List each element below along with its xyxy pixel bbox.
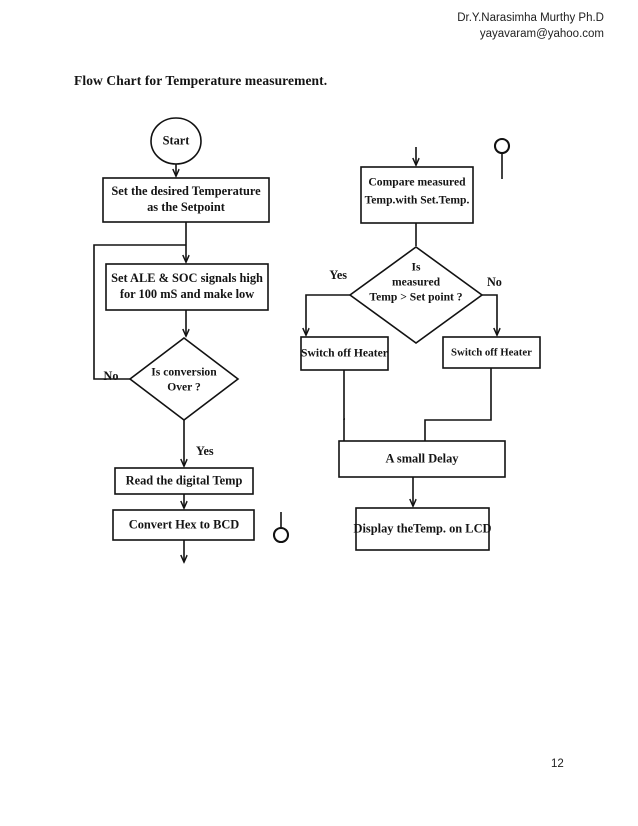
edge-heater-right-down (424, 368, 492, 441)
node-setpoint (102, 177, 270, 223)
node-read-temp-label: Read the digital Temp (126, 473, 243, 487)
header-author: Dr.Y.Narasimha Murthy Ph.D (457, 12, 604, 24)
node-heater-off-right (442, 336, 541, 369)
connector-out-icon (272, 526, 290, 544)
edge-heater-left-down (343, 370, 345, 420)
node-hex-to-bcd-label: Convert Hex to BCD (129, 517, 240, 531)
edge-label-conversion-no: No (104, 369, 119, 383)
edge-yes-to-heater-left (306, 294, 350, 335)
node-heater-off-right-label: Switch off Heater (451, 346, 532, 358)
node-setpoint-line2: as the Setpoint (147, 200, 226, 214)
node-display-lcd-label: Display theTemp. on LCD (354, 521, 492, 535)
node-heater-off-left-label: Switch off Heater (301, 347, 388, 360)
edge-no-feedback-loop (93, 244, 186, 380)
edge-label-conversion-yes: Yes (196, 444, 214, 458)
node-setpoint-decision-line3: Temp > Set point ? (369, 291, 462, 304)
page-title: Flow Chart for Temperature measurement. (74, 73, 328, 88)
node-hex-to-bcd (112, 509, 255, 541)
node-conversion-decision (128, 336, 240, 422)
node-delay-label: A small Delay (386, 451, 460, 465)
node-ale-soc (105, 263, 269, 311)
edge-label-compare-no: No (487, 275, 502, 289)
node-read-temp (114, 467, 254, 495)
node-compare-line1: Compare measured (368, 176, 466, 189)
node-conversion-line1: Is conversion (151, 366, 217, 379)
node-delay (338, 440, 506, 478)
node-setpoint-line1: Set the desired Temperature (111, 184, 261, 198)
edge-label-compare-yes: Yes (329, 268, 347, 282)
node-display-lcd (355, 507, 490, 551)
header-email: yayavaram@yahoo.com (479, 28, 604, 40)
node-ale-soc-line2: for 100 mS and make low (120, 287, 254, 301)
node-conversion-line2: Over ? (167, 381, 201, 394)
node-ale-soc-line1: Set ALE & SOC signals high (111, 271, 263, 285)
page-number: 12 (551, 758, 564, 770)
node-setpoint-decision-line1: Is (411, 261, 421, 274)
node-setpoint-decision (348, 246, 484, 344)
node-start-label: Start (163, 133, 191, 147)
connector-in-icon (493, 137, 511, 155)
node-compare-line2: Temp.with Set.Temp. (365, 194, 470, 207)
node-setpoint-decision-line2: measured (392, 276, 441, 289)
document-header: Dr.Y.Narasimha Murthy Ph.D yayavaram@yah… (0, 10, 604, 42)
edge-no-to-heater-right (482, 294, 497, 335)
node-compare (360, 166, 474, 224)
